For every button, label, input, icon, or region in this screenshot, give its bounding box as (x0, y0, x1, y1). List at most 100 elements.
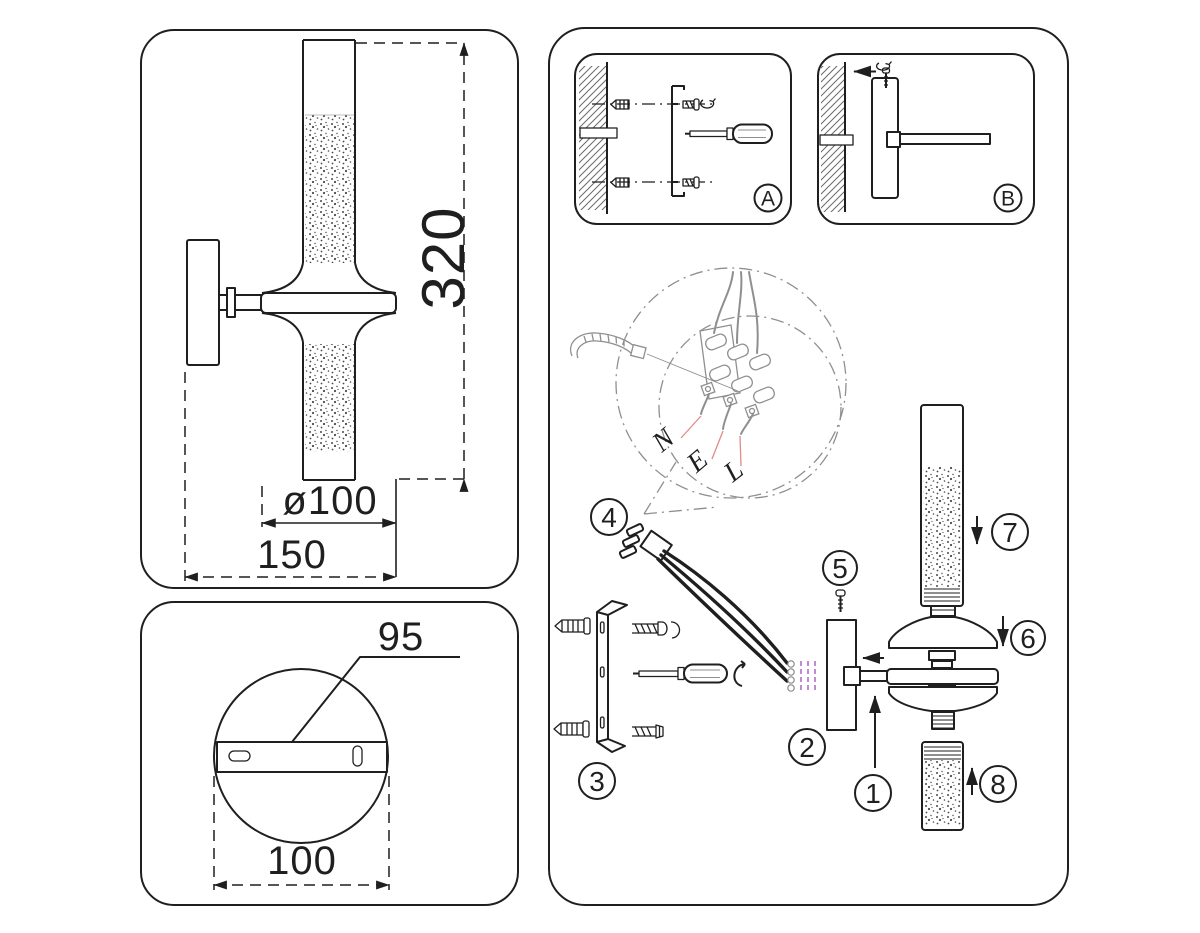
part-8-badge (979, 765, 1017, 803)
locking-screw (881, 67, 891, 88)
wall-anchor (610, 99, 630, 188)
cable-tie-detail (570, 332, 739, 392)
hub-disc (886, 668, 999, 685)
glass-tube-lower (302, 342, 356, 481)
part-2-number: 2 (799, 732, 815, 763)
dim-bracket-label: 95 (378, 615, 425, 659)
dimension-diameter: ø100 (261, 479, 397, 528)
lamp-hub-assembly: 6 (886, 584, 1046, 730)
step-b-label: B (1001, 188, 1015, 211)
top-view-panel: 95 100 (140, 601, 519, 906)
dim-depth-label: 150 (257, 533, 327, 577)
part-4-connector: 4 (590, 498, 816, 692)
wire-ferrules (787, 660, 795, 692)
part-1-number: 1 (865, 778, 881, 809)
lamp-side-view (186, 39, 397, 481)
part-6-badge (1010, 620, 1046, 656)
dimension-base: 100 (213, 776, 390, 890)
step-a-inset: A (574, 53, 792, 225)
part-2-badge (788, 728, 826, 766)
insert-direction-marks (800, 661, 816, 692)
part-5-number: 5 (832, 553, 848, 584)
panel-border (548, 27, 1069, 906)
step-a-label: A (761, 188, 775, 211)
wire-label-leaders (680, 415, 742, 467)
mounting-arm (218, 294, 263, 311)
panel-border (140, 601, 519, 906)
lower-trumpet (261, 312, 397, 343)
detail-circle-inner (658, 315, 842, 499)
part-2-canopy: 5 2 1 (788, 550, 892, 812)
part-3-hardware: 3 (553, 600, 746, 800)
mains-cable-stub (579, 127, 618, 139)
tube-thread (924, 746, 961, 760)
part-4-badge (590, 498, 628, 536)
upper-trumpet (261, 262, 397, 294)
glass-tube-upper (302, 39, 356, 263)
side-view-panel: 320 ø100 150 (140, 29, 519, 589)
screw (632, 621, 681, 739)
hub-ring (931, 660, 953, 669)
rotation-arrow-icon (875, 61, 892, 71)
hub-nut (928, 650, 956, 661)
rotate-arrow-icon (733, 660, 746, 687)
wall-anchor (553, 617, 591, 738)
arm-joint (843, 666, 861, 686)
lower-shade-fixed (888, 686, 998, 712)
inset-border (817, 53, 1035, 225)
part-8-lower-tube: 8 (921, 741, 1017, 831)
installation-panel: A B (548, 27, 1069, 906)
arm-knuckle (226, 287, 236, 318)
center-disc (260, 292, 397, 314)
wire-labels: N E L (646, 415, 749, 489)
bracket-slot-left (228, 750, 251, 762)
bracket-side-view (671, 85, 685, 197)
bracket-edge-stub (819, 134, 854, 146)
incoming-wires (713, 271, 759, 354)
screw (682, 98, 700, 189)
step-b-inset: B (817, 53, 1035, 225)
screwdriver-icon (685, 123, 773, 144)
wall-plate (186, 239, 220, 366)
wiring-detail-balloon: N E L (570, 267, 847, 515)
part-3-badge (578, 762, 616, 800)
panel-border (140, 29, 519, 589)
tube-texture (923, 467, 961, 587)
dim-height-label: 320 (410, 206, 477, 309)
dimension-bracket: 95 (291, 615, 460, 743)
inset-border (574, 53, 792, 225)
part-5-badge (822, 550, 858, 586)
upper-shade (888, 616, 998, 649)
part-7-upper-tube: 7 (920, 404, 1029, 607)
part-4-number: 4 (601, 502, 617, 533)
dimension-height: 320 (356, 42, 477, 577)
detail-circle-outer (615, 267, 847, 499)
step-a-badge (753, 183, 783, 213)
wire-n-label: N (646, 422, 682, 459)
mounting-bracket (596, 600, 628, 753)
centerlines (592, 103, 714, 183)
part-3-number: 3 (589, 766, 605, 797)
terminal-wires (700, 393, 754, 435)
arm-bar (859, 670, 891, 682)
part-8-number: 8 (990, 769, 1006, 800)
wire-e-label: E (680, 444, 714, 479)
connector-wires (656, 549, 789, 683)
tube-texture-lower (305, 344, 354, 452)
balloon-tail (643, 461, 719, 515)
part-1-badge (854, 774, 892, 812)
terminal-block-detail (699, 271, 775, 435)
dimension-depth: 150 (184, 372, 397, 582)
mounting-bracket-top-view (216, 741, 388, 773)
arm-bar (899, 133, 991, 145)
set-screw (835, 589, 846, 612)
arm-joint (886, 131, 901, 148)
dim-diameter-label: ø100 (282, 479, 377, 523)
bracket-slot-right (352, 745, 363, 767)
screwdriver-icon (633, 663, 728, 684)
wire-l-label: L (717, 454, 749, 489)
dim-base-label: 100 (267, 839, 337, 883)
part-6-number: 6 (1020, 623, 1036, 654)
